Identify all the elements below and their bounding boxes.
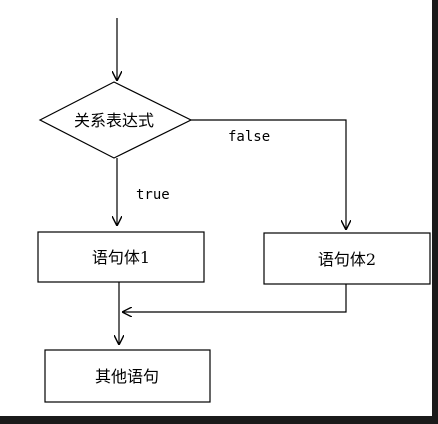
frame-right-edge <box>432 0 438 424</box>
false-branch-arrow <box>191 119 346 229</box>
body1-box <box>37 231 205 283</box>
frame-bottom-edge <box>0 416 438 424</box>
condition-label: 关系表达式 <box>74 111 154 130</box>
next-statement-label: 其他语句 <box>95 367 159 386</box>
true-label: true <box>136 187 170 203</box>
body1-label: 语句体1 <box>92 248 150 267</box>
merge-arrow <box>123 284 347 312</box>
false-label: false <box>228 129 270 145</box>
next-statement-box <box>44 349 211 403</box>
body2-box <box>263 232 431 285</box>
body2-label: 语句体2 <box>318 250 376 269</box>
